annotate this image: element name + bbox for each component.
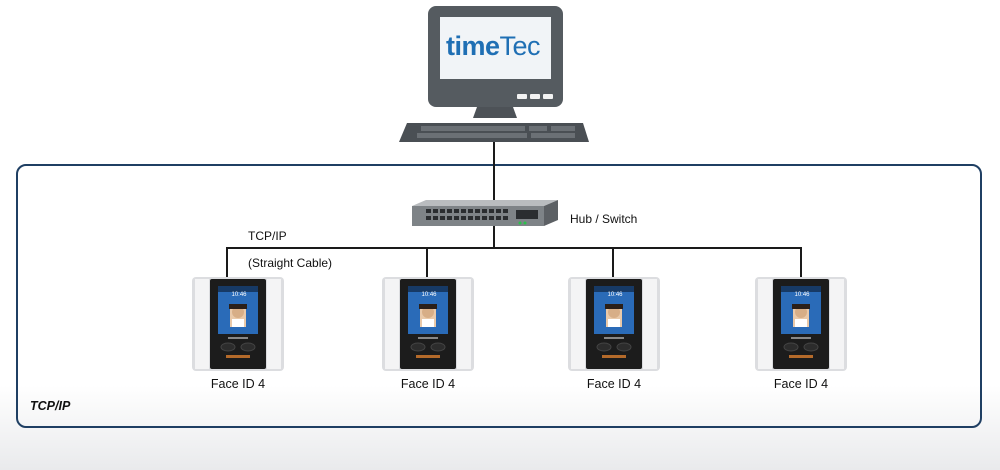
device-drop-cable: [800, 247, 802, 277]
device-drop-cable: [226, 247, 228, 277]
monitor-button: [543, 94, 553, 99]
face-id-device-icon: [382, 277, 474, 371]
face-id-device-icon: [755, 277, 847, 371]
keyboard: [399, 123, 589, 142]
device-drop-cable: [426, 247, 428, 277]
connection-label: TCP/IP: [248, 229, 287, 243]
device-screen-time: 10:46: [421, 292, 437, 298]
computer-icon: [399, 6, 589, 142]
brand-logo-part1: time: [445, 31, 500, 61]
face-id-device: [382, 277, 474, 376]
brand-logo-part2: Tec: [499, 31, 541, 61]
monitor-button: [530, 94, 540, 99]
monitor-screen: [440, 17, 551, 79]
device-screen-time: 10:46: [607, 292, 623, 298]
device-screen-time: 10:46: [231, 292, 247, 298]
device-label: Face ID 4: [773, 377, 829, 391]
pc-to-switch-cable: [493, 142, 495, 204]
device-label: Face ID 4: [400, 377, 456, 391]
face-id-device-icon: [568, 277, 660, 371]
device-drop-cable: [612, 247, 614, 277]
device-screen-time: 10:46: [794, 292, 810, 298]
face-id-device: [755, 277, 847, 376]
network-type-label: TCP/IP: [30, 399, 71, 413]
face-id-device: [568, 277, 660, 376]
monitor-stand: [473, 107, 517, 118]
brand-logo: timeTec: [443, 31, 543, 62]
bus-cable: [226, 247, 802, 249]
device-label: Face ID 4: [586, 377, 642, 391]
network-frame: [16, 164, 982, 428]
face-id-device: [192, 277, 284, 376]
face-id-device-icon: [192, 277, 284, 371]
hub-switch-icon: [412, 200, 558, 226]
monitor-button: [517, 94, 527, 99]
switch-label: Hub / Switch: [570, 212, 638, 226]
device-label: Face ID 4: [210, 377, 266, 391]
cable-type-label: (Straight Cable): [248, 256, 333, 270]
switch-to-bus-cable: [493, 222, 495, 248]
